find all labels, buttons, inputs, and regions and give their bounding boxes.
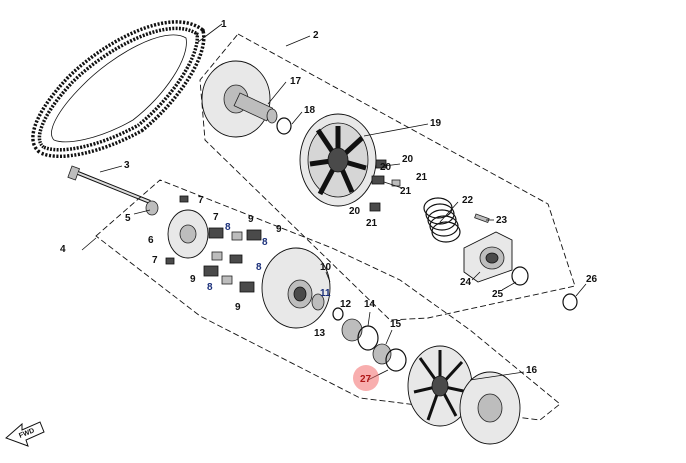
callout-20b: 20 [380, 162, 392, 173]
drive-belt [31, 20, 206, 159]
secondary-assembly-outline [95, 179, 561, 421]
callout-3: 3 [124, 160, 130, 171]
ring-26 [562, 293, 578, 311]
callout-6: 6 [148, 235, 154, 246]
callout-21b: 21 [400, 186, 412, 197]
callout-22: 22 [462, 195, 474, 206]
callout-15: 15 [390, 319, 402, 330]
callout-14: 14 [364, 299, 376, 310]
washer-5 [145, 200, 159, 216]
callout-24: 24 [460, 277, 472, 288]
bolt-3 [67, 165, 151, 204]
forward-direction-arrow: FWD [5, 421, 45, 447]
leader-lines [81, 23, 587, 381]
ring-12 [332, 307, 344, 321]
callout-21a: 21 [416, 172, 428, 183]
callout-20a: 20 [402, 154, 414, 165]
callout-9d: 9 [235, 302, 241, 313]
callout-27: 27 [360, 374, 372, 385]
callout-9a: 9 [248, 214, 254, 225]
callout-9b: 9 [276, 224, 282, 235]
roller-weights-7-8-9 [165, 195, 262, 293]
spider-19 [299, 113, 377, 207]
callout-1: 1 [221, 19, 227, 30]
callout-8d: 8 [207, 282, 213, 293]
spring-22 [423, 197, 461, 243]
callout-7a: 7 [198, 195, 204, 206]
callout-18: 18 [304, 105, 316, 116]
callout-12: 12 [340, 299, 352, 310]
cam-24 [463, 231, 513, 283]
ring-27 [385, 348, 407, 372]
callout-8b: 8 [262, 237, 268, 248]
highlight-marker [353, 365, 379, 391]
callout-9c: 9 [190, 274, 196, 285]
callout-16: 16 [526, 365, 538, 376]
ring-14 [357, 325, 379, 351]
callout-21c: 21 [366, 218, 378, 229]
callout-8a: 8 [225, 222, 231, 233]
cover-plate-6 [167, 209, 209, 259]
rollers-pins-20-21 [369, 159, 403, 212]
movable-sheave-10 [261, 247, 331, 329]
callout-19: 19 [430, 118, 442, 129]
callout-8c: 8 [256, 262, 262, 273]
callout-7c: 7 [152, 255, 158, 266]
callout-labels: 1 2 3 4 5 6 7 7 7 8 8 8 8 9 9 9 9 10 11 … [60, 19, 598, 385]
callout-10: 10 [320, 262, 332, 273]
callout-17: 17 [290, 76, 302, 87]
callout-7b: 7 [213, 212, 219, 223]
fixed-sheave-17 [201, 60, 278, 138]
callout-2: 2 [313, 30, 319, 41]
bushing-11 [311, 293, 325, 311]
callout-4: 4 [60, 244, 66, 255]
callout-11: 11 [320, 288, 331, 299]
callout-26: 26 [586, 274, 598, 285]
ring-25 [511, 266, 529, 286]
bearing-13 [341, 318, 363, 342]
callout-5: 5 [125, 213, 131, 224]
callout-13: 13 [314, 328, 326, 339]
pin-23 [474, 213, 490, 224]
primary-assembly-outline [199, 33, 576, 321]
fixed-sheave-16 [407, 345, 521, 445]
callout-25: 25 [492, 289, 504, 300]
callout-20c: 20 [349, 206, 361, 217]
ring-18 [276, 117, 292, 135]
callout-23: 23 [496, 215, 508, 226]
